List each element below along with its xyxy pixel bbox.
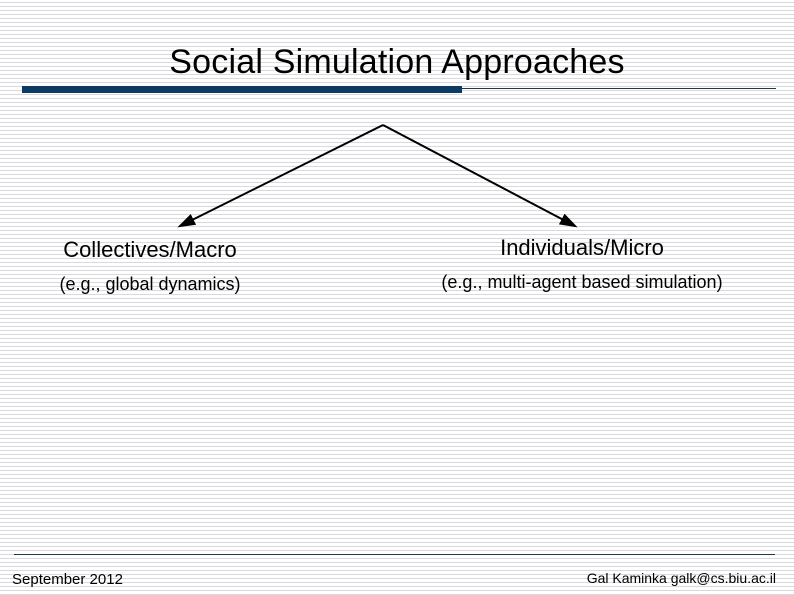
page-title: Social Simulation Approaches <box>169 43 625 81</box>
branch-left-heading: Collectives/Macro <box>63 237 237 262</box>
branch-collectives-macro: Collectives/Macro (e.g., global dynamics… <box>8 236 292 296</box>
footer-credit: Gal Kaminka galk@cs.biu.ac.il <box>586 570 776 586</box>
footer-divider <box>14 554 775 555</box>
branch-right-subtitle: (e.g., multi-agent based simulation) <box>441 272 723 292</box>
title-divider <box>22 86 776 94</box>
footer-date: September 2012 <box>12 571 123 588</box>
branch-left-subtitle: (e.g., global dynamics) <box>59 274 241 294</box>
branch-arrow-left <box>177 124 384 228</box>
branch-individuals-micro: Individuals/Micro (e.g., multi-agent bas… <box>382 234 782 294</box>
title-divider-accent-bar <box>22 86 462 93</box>
branch-right-heading: Individuals/Micro <box>500 235 664 260</box>
branch-arrow-right <box>382 124 578 228</box>
